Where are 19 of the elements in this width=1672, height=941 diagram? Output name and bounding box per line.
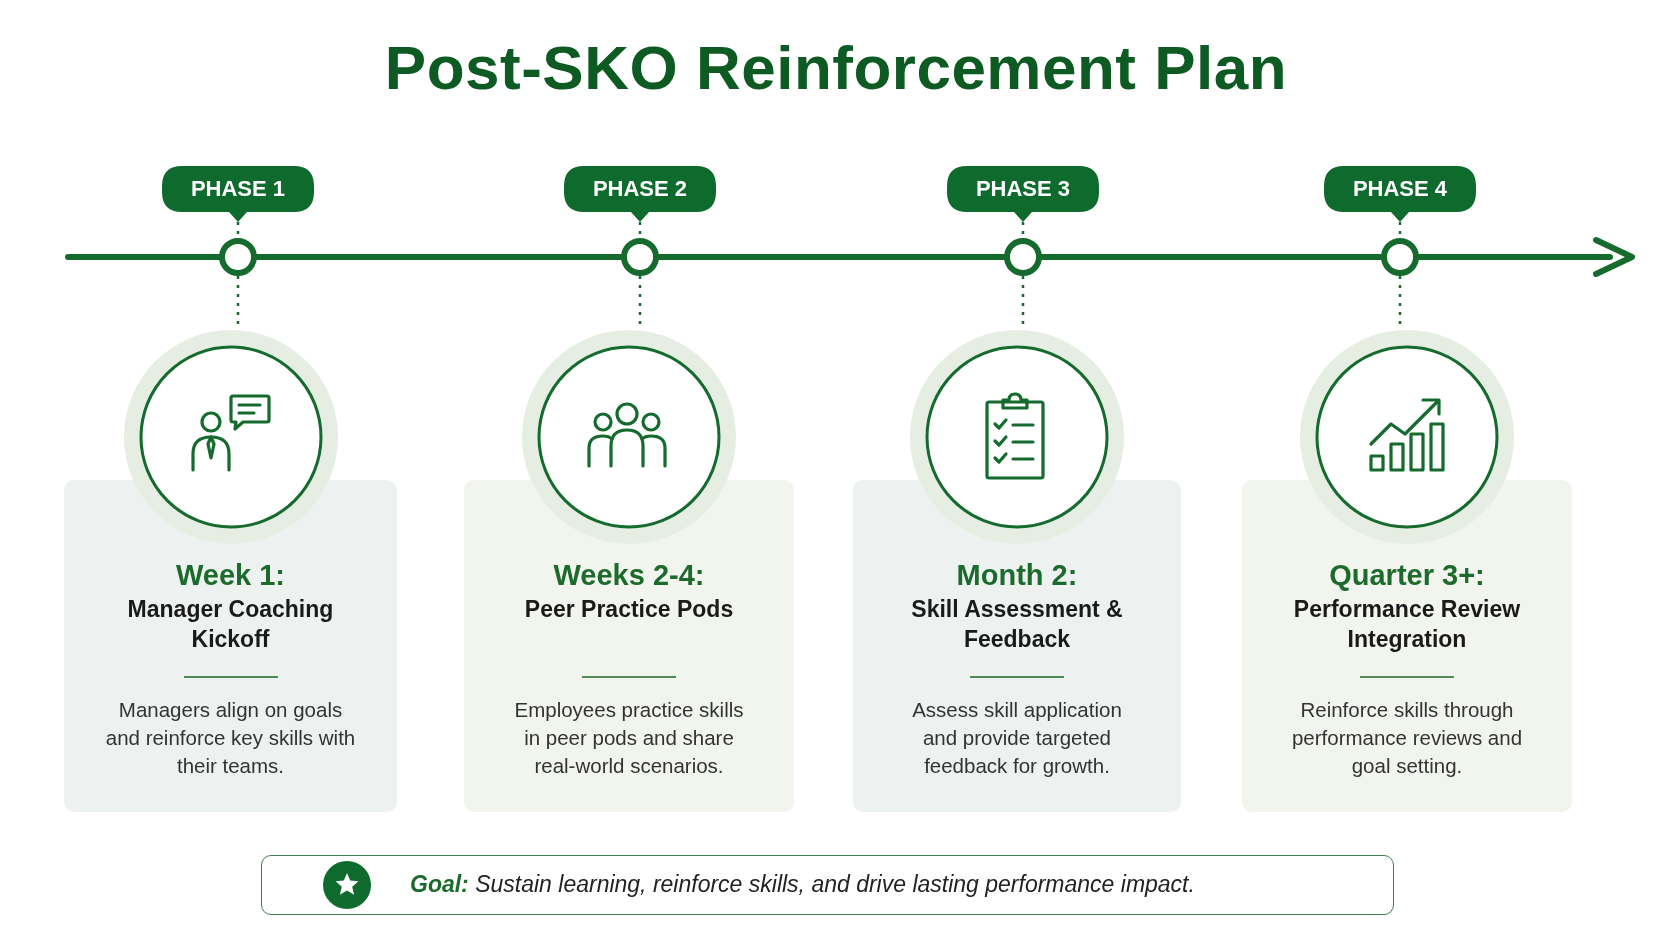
step-heading: Month 2: [956,558,1078,592]
phase-badge: PHASE 2 [564,166,716,222]
phase-badge: PHASE 1 [162,166,314,222]
goal-statement: Goal: Sustain learning, reinforce skills, and drive lasting performance impact. [410,871,1195,898]
step-title: Performance Review Integration [1292,595,1522,654]
goal-banner [261,855,1394,915]
step-heading: Weeks 2-4: [553,558,705,592]
step-description: Employees practice skills in peer pods and share real-world scenarios. [513,697,745,779]
phase-badge: PHASE 4 [1324,166,1476,222]
step-title: Peer Practice Pods [524,595,734,624]
step-description: Reinforce skills through performance reviews and goal setting. [1290,697,1524,779]
step-heading: Quarter 3+: [1329,558,1485,592]
step-heading: Week 1: [175,558,286,592]
step-title: Skill Assessment & Feedback [910,595,1124,654]
phase-badge: PHASE 3 [947,166,1099,222]
title: Post-SKO Reinforcement Plan [384,33,1288,102]
step-title: Manager Coaching Kickoff [126,595,335,654]
step-description: Assess skill application and provide targeted feedback for growth. [911,697,1123,779]
step-description: Managers align on goals and reinforce key skills with their teams. [104,697,357,779]
